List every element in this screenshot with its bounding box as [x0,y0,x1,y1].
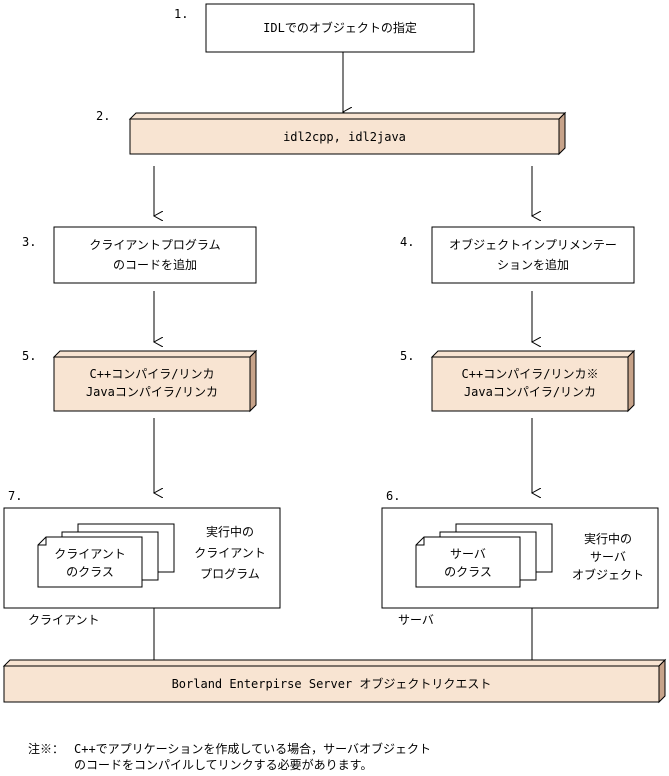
step3-label-line2: のコードを追加 [112,258,197,272]
step3-number: 3. [22,235,37,249]
orb-bar [2,658,667,704]
step4-box [431,226,635,284]
step4-label-line2: ションを追加 [496,258,569,272]
client-class-label-line1: クライアント [54,547,126,561]
step4-label-line1: オブジェクトインプリメンテー [449,238,617,252]
step4-number: 4. [400,235,415,249]
step1-label: IDLでのオブジェクトの指定 [263,21,417,35]
step3-label-line1: クライアントプログラム [89,238,221,252]
step5-right-label-line1: C++コンパイラ/リンカ※ [461,367,599,381]
note-line2: のコードをコンパイルしてリンクする必要があります。 [74,758,373,772]
step3-box [53,226,257,284]
step7-number: 7. [8,489,23,503]
server-desc-line2: サーバ [590,550,626,564]
step5-left-label-line1: C++コンパイラ/リンカ [89,367,215,381]
note-mark: 注※： [28,742,65,756]
client-desc-line2: クライアント [194,546,266,560]
step2-box [128,111,567,156]
server-class-label-line2: のクラス [444,565,492,579]
step5-right-box [430,349,636,413]
server-caption: サーバ [398,613,434,627]
client-class-cards [37,523,175,588]
step5-right-number: 5. [400,349,415,363]
step1-box [205,3,475,53]
server-desc-line3: オブジェクト [571,568,644,582]
step2-label: idl2cpp, idl2java [283,130,406,144]
server-class-label-line1: サーバ [450,547,486,561]
client-caption: クライアント [28,613,100,627]
client-class-label-line2: のクラス [66,565,114,579]
step5-left-label-line2: Javaコンパイラ/リンカ [85,385,219,399]
server-desc-line1: 実行中の [583,532,632,546]
client-desc-line1: 実行中の [205,525,254,539]
client-desc-line3: プログラム [200,567,260,581]
step6-number: 6. [386,489,401,503]
step5-right-label-line2: Javaコンパイラ/リンカ [463,385,597,399]
step2-number: 2. [96,109,111,123]
server-class-cards [415,523,553,588]
step5-left-box [52,349,258,413]
step1-number: 1. [174,7,189,21]
orb-bar-label: Borland Enterpirse Server オブジェクトリクエスト [171,677,492,691]
step5-left-number: 5. [22,349,37,363]
note-line1: C++でアプリケーションを作成している場合，サーバオブジェクト [74,742,431,756]
